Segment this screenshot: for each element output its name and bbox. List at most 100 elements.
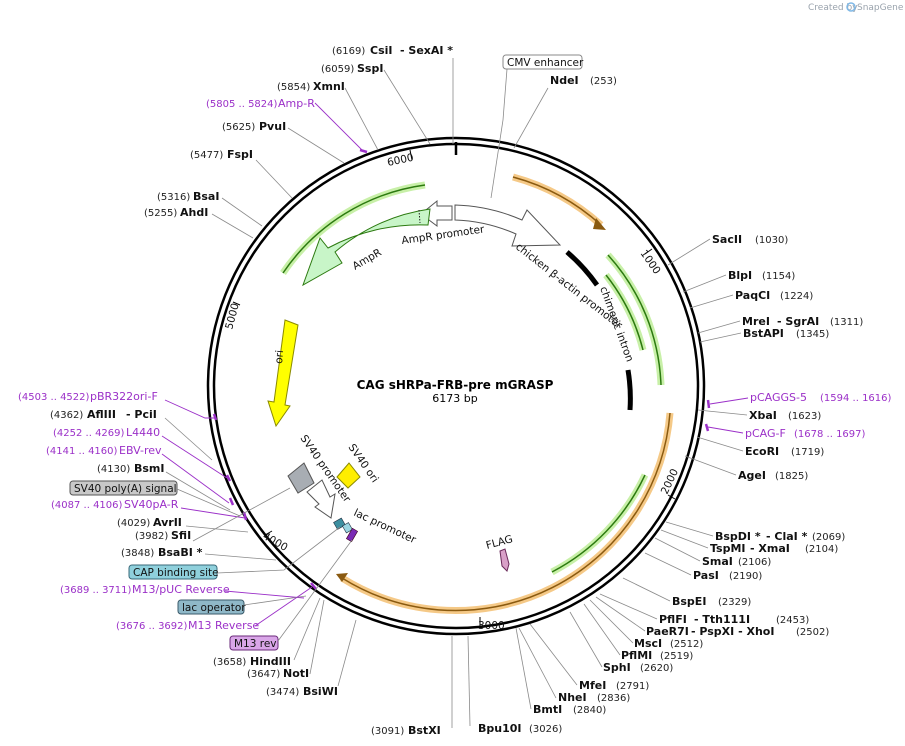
site-name: PflFI: [659, 613, 687, 626]
site-extra: - PciI: [126, 408, 157, 421]
ampr-dotted-divider: [418, 209, 421, 224]
site-name: CsiI: [370, 44, 392, 57]
site-pos: (1224): [780, 291, 813, 302]
site-pos: (5477): [190, 150, 223, 161]
site-bmti: BmtI (2840): [515, 627, 606, 716]
lac-operator-box: [177, 599, 245, 615]
site-name: NdeI: [550, 74, 579, 87]
chicken-promoter-arrow: [454, 204, 562, 247]
site-bspdi-clai: BspDI * - ClaI * (2069): [665, 521, 845, 543]
site-bsmi: (4130) BsmI: [97, 462, 231, 511]
site-name: BsaI: [193, 190, 219, 203]
label-ampr: AmpR: [351, 247, 384, 273]
site-xmni: (5854) XmnI: [277, 80, 379, 151]
tick-label-3000: 3000: [478, 620, 505, 632]
site-pos: (5316): [157, 192, 190, 203]
primer-range: (4087 .. 4106): [51, 500, 123, 511]
tick-label-4000: 4000: [261, 530, 290, 554]
site-name: XbaI: [749, 409, 777, 422]
site-pos: (3474): [266, 687, 299, 698]
site-name: BmtI: [533, 703, 562, 716]
site-pos: (2106): [738, 557, 771, 568]
backbone-outer: [206, 136, 706, 636]
primer-name: pCAGGS-5: [750, 391, 807, 404]
site-pos: (4130): [97, 464, 130, 475]
label-chimeric-intron: chimeric intron: [597, 285, 635, 364]
site-bspei: BspEI (2329): [622, 577, 751, 608]
sv40-polya-signal: SV40 poly(A) signal: [69, 480, 241, 517]
site-pos: (1311): [830, 317, 863, 328]
site-name: BsaBI *: [158, 546, 203, 559]
site-ecori: EcoRI (1719): [696, 436, 824, 458]
primer-range: (3689 .. 3711): [60, 585, 132, 596]
plasmid-name: CAG sHRPa-FRB-pre mGRASP: [357, 378, 554, 392]
site-name: MfeI: [579, 679, 606, 692]
site-pos: (253): [590, 76, 617, 87]
site-name: PaqCI: [735, 289, 770, 302]
ori-arrow: [267, 319, 299, 428]
site-pos: (2453): [776, 615, 809, 626]
m13-rev-box: [229, 635, 279, 651]
label-ampr-promoter: AmpR promoter: [401, 223, 486, 247]
sv40-promoter-arrow: [306, 479, 336, 519]
primer-range: (4503 .. 4522): [18, 392, 90, 403]
site-pos: (1623): [788, 411, 821, 422]
site-pos: (3091): [371, 726, 404, 737]
site-pos: (4362): [50, 410, 83, 421]
site-name: FspI: [227, 148, 253, 161]
site-bpu10i: Bpu10I (3026): [467, 635, 562, 735]
site-agei: AgeI (1825): [684, 455, 808, 482]
site-name: EcoRI: [745, 445, 779, 458]
orf-arrow-top-icon: [593, 218, 606, 230]
sv40-polya-block: [287, 462, 315, 494]
site-name: SphI: [603, 661, 631, 674]
site-pos: (1154): [762, 271, 795, 282]
site-hindiii: (3658) HindIII: [213, 597, 321, 668]
site-bstapi: BstAPI (1345): [699, 327, 829, 343]
site-csii-sexai: (6169) CsiI - SexAI *: [332, 44, 454, 144]
primer-sv40pa-r: (4087 .. 4106) SV40pA-R: [51, 498, 248, 521]
primer-name: M13/pUC Reverse: [132, 583, 230, 596]
site-pasi: PasI (2190): [644, 552, 762, 582]
label-cmv-enhancer: CMV enhancer: [507, 57, 584, 69]
site-pos: (2620): [640, 663, 673, 674]
site-name: BlpI: [728, 269, 752, 282]
lac-promoter-block: [333, 517, 346, 530]
orf-arrow-bottom-icon: [336, 573, 348, 582]
site-extra: - SgrAI: [777, 315, 819, 328]
site-extra: - XmaI: [750, 542, 790, 555]
primer-name: pBR322ori-F: [90, 390, 158, 403]
site-pos: (2104): [805, 544, 838, 555]
site-pos: (2329): [718, 597, 751, 608]
cmv-leader: [490, 68, 508, 199]
site-pvui: (5625) PvuI: [222, 120, 345, 164]
site-name: SfiI: [171, 529, 191, 542]
cap-binding-site: CAP binding site: [128, 526, 341, 580]
site-name: AvrII: [153, 516, 182, 529]
promoter-arc-right-inner-core: [605, 274, 644, 351]
primer-range: (5805 .. 5824): [206, 99, 278, 110]
site-name: BspDI *: [715, 530, 761, 543]
site-sfii: (3982) SfiI: [135, 487, 291, 542]
primer-range: (1594 .. 1616): [820, 393, 892, 404]
site-mrei-sgrai: MreI - SgrAI (1311): [697, 315, 863, 334]
site-paer7i-pspxi-xhoi: PaeR7I - PspXI - XhoI (2502): [595, 596, 829, 638]
primer-range: (4252 .. 4269): [53, 428, 125, 439]
site-pos: (2502): [796, 627, 829, 638]
site-bsabi: (3848) BsaBI *: [121, 546, 277, 561]
site-ahdi: (5255) AhdI: [144, 206, 254, 239]
site-avrii: (4029) AvrII: [117, 516, 249, 533]
site-paqci: PaqCI (1224): [689, 289, 813, 309]
primer-pbr322ori-f: (4503 .. 4522) pBR322ori-F: [18, 390, 218, 421]
site-name: HindIII: [250, 655, 291, 668]
primer-l4440: (4252 .. 4269) L4440: [53, 426, 232, 482]
site-name: PaeR7I: [646, 625, 689, 638]
site-extra: - ClaI *: [766, 530, 808, 543]
chimeric-intron-bar: [565, 250, 600, 287]
site-pos: (5625): [222, 122, 255, 133]
site-name: SacII: [712, 233, 742, 246]
site-bsiwi: (3474) BsiWI: [266, 619, 357, 698]
site-smai: SmaI (2106): [654, 537, 771, 568]
site-noti: (3647) NotI: [247, 599, 325, 680]
